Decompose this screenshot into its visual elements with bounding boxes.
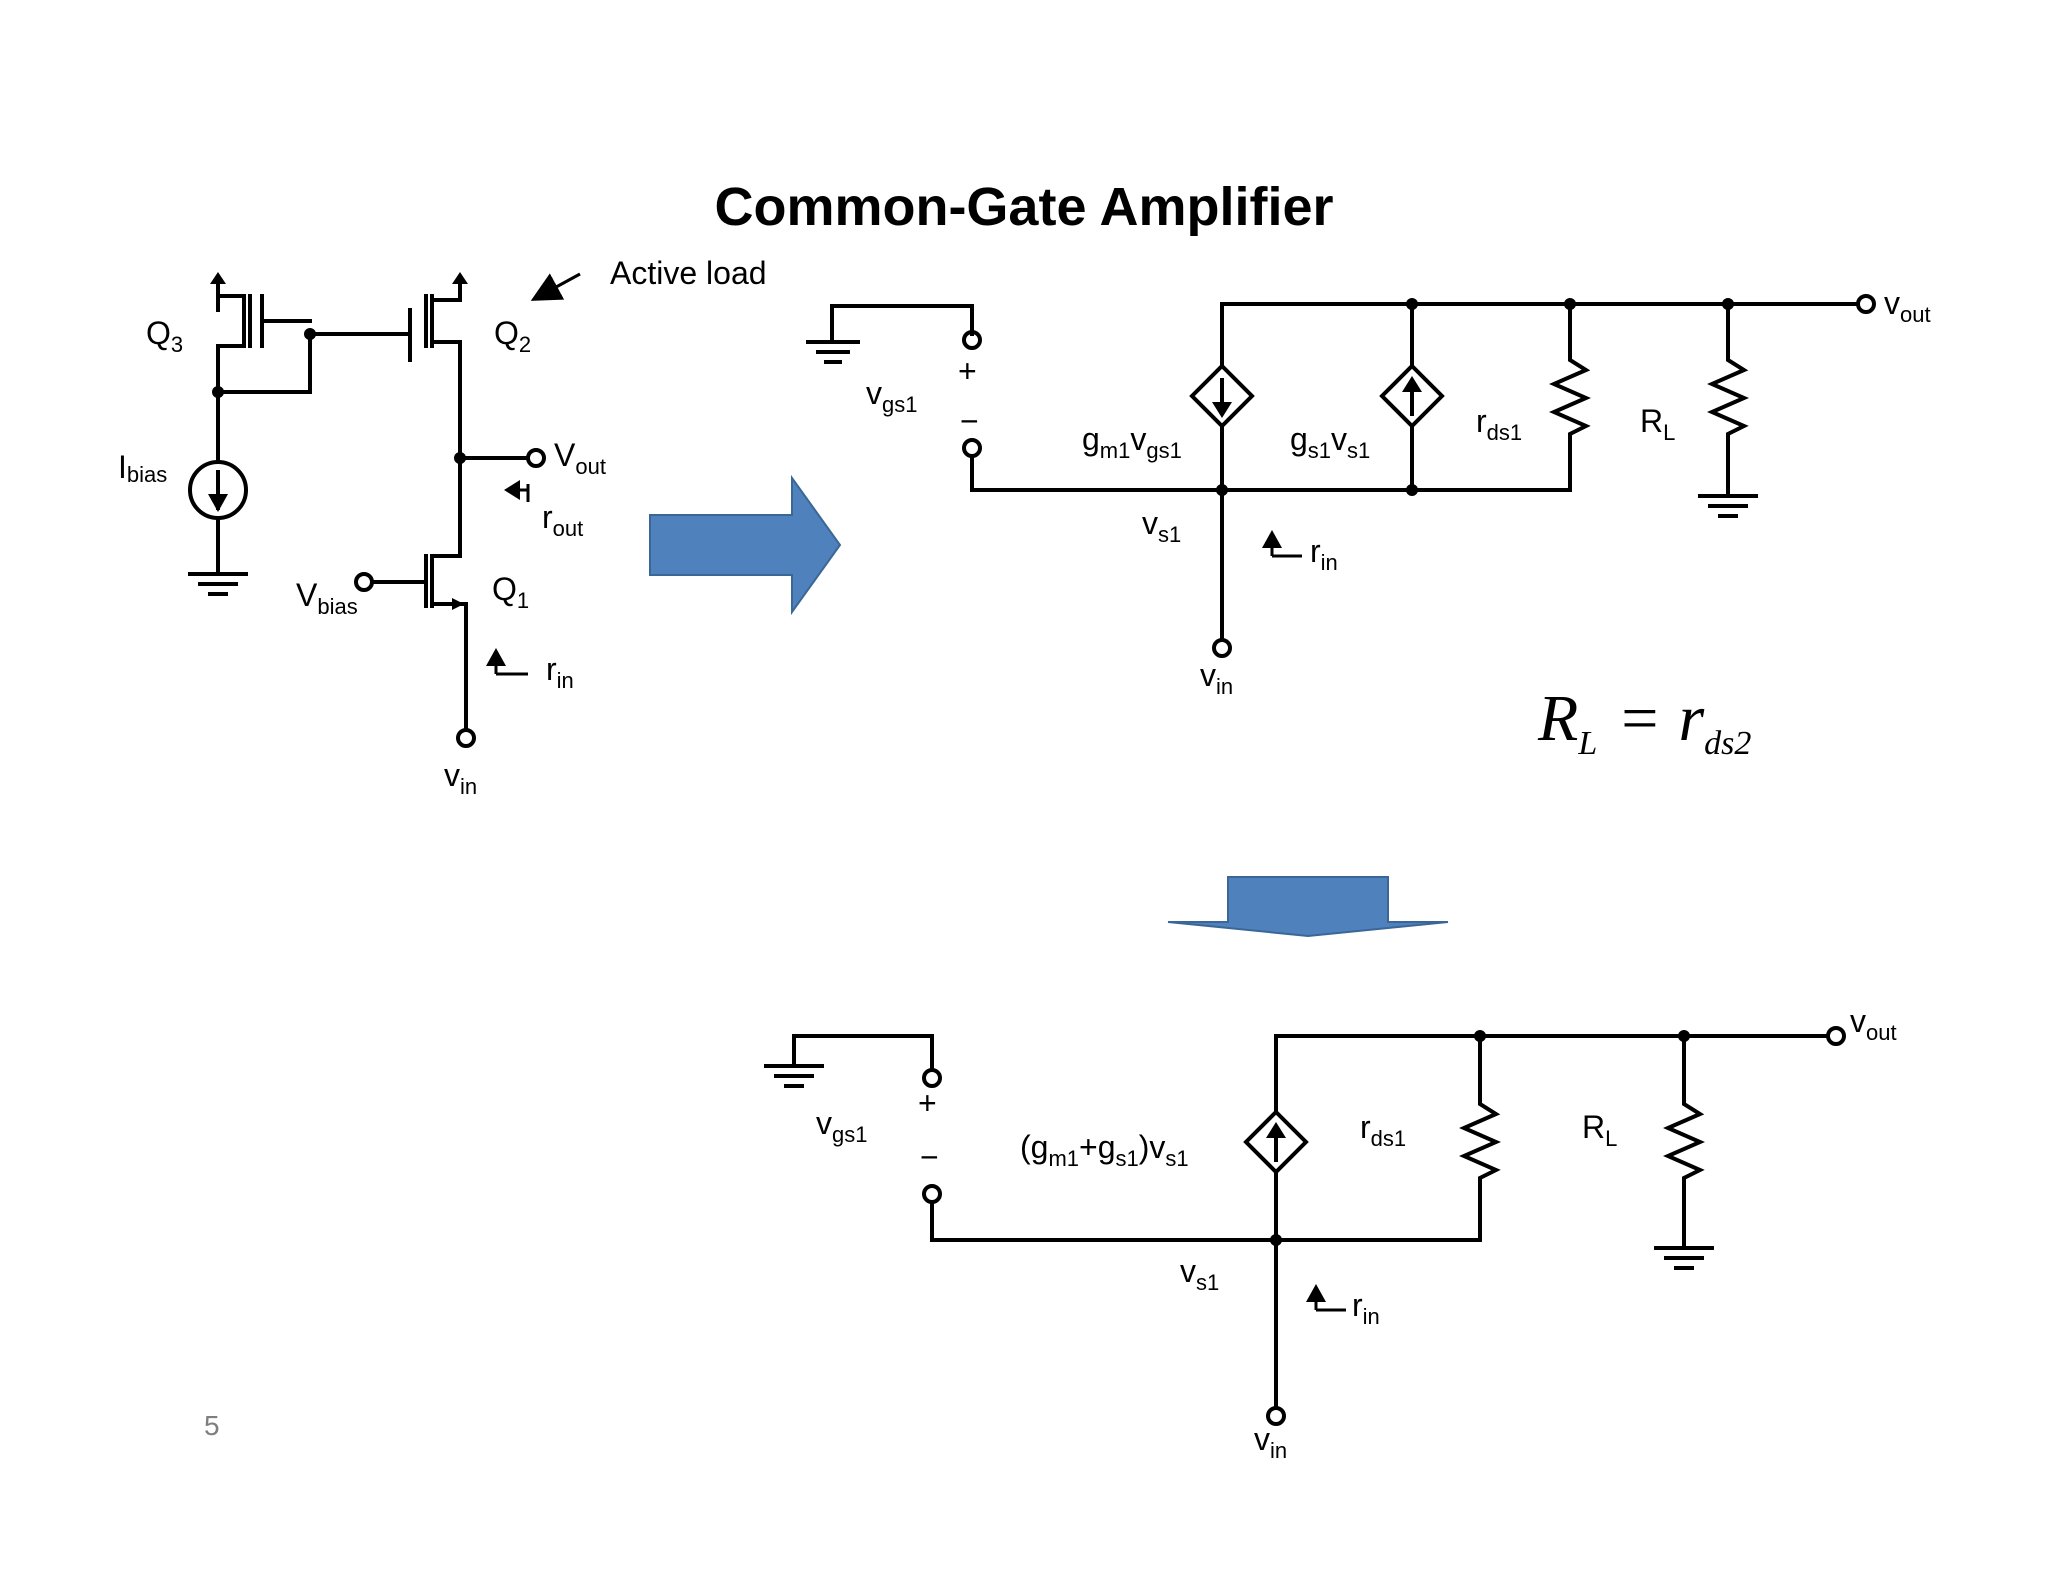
vout-terminal <box>526 448 546 468</box>
down-arrow-icon <box>1167 876 1449 938</box>
active-load-label: Active load <box>610 255 767 291</box>
plus-sign: + <box>958 353 977 389</box>
small-signal-model <box>806 294 1876 658</box>
rds1-label: rds1 <box>1476 403 1522 445</box>
vs1-label: vs1 <box>1142 505 1181 547</box>
equation: RL=rds2 <box>1537 682 1751 762</box>
q2-label: Q2 <box>494 315 531 357</box>
vin-terminal <box>456 728 476 748</box>
gs1-vs1-label: gs1vs1 <box>1290 421 1370 463</box>
supply-arrow-icon <box>210 272 226 284</box>
vout-label: Vout <box>554 437 606 479</box>
minus-sign: − <box>960 403 979 439</box>
plus-sign-3: + <box>918 1085 937 1121</box>
current-source-ibias <box>188 390 248 596</box>
minus-sign-3: − <box>920 1139 939 1175</box>
slide-title: Common-Gate Amplifier <box>714 177 1334 237</box>
vin-label-2: vin <box>1200 657 1233 699</box>
supply-arrow-icon <box>452 272 468 284</box>
rin-label-2: rin <box>1310 533 1338 575</box>
rl-label: RL <box>1640 403 1675 445</box>
vin-label-3: vin <box>1254 1421 1287 1463</box>
ibias-label: Ibias <box>118 449 167 487</box>
page-number: 5 <box>204 1410 220 1441</box>
vs1-label-3: vs1 <box>1180 1253 1219 1295</box>
rin-label: rin <box>546 651 574 693</box>
q1-label: Q1 <box>492 571 529 613</box>
combined-source-label: (gm1+gs1)vs1 <box>1020 1129 1189 1171</box>
rl-label-3: RL <box>1582 1109 1617 1151</box>
vout-label-3: vout <box>1850 1003 1897 1045</box>
rds1-label-3: rds1 <box>1360 1109 1406 1151</box>
transistor-q3 <box>210 272 312 398</box>
gm1-vgs1-label: gm1vgs1 <box>1082 421 1182 463</box>
simplified-model <box>764 1026 1846 1426</box>
right-arrow-icon <box>649 474 842 616</box>
cmos-circuit <box>188 272 581 748</box>
transistor-q1 <box>354 456 468 702</box>
vout-label-2: vout <box>1884 285 1931 327</box>
vgs1-label-3: vgs1 <box>816 1105 867 1147</box>
q3-label: Q3 <box>146 315 183 357</box>
vbias-label: Vbias <box>296 577 358 619</box>
vin-label: vin <box>444 757 477 799</box>
transistor-q2 <box>408 272 468 460</box>
rin-label-3: rin <box>1352 1287 1380 1329</box>
rout-label: rout <box>542 499 583 541</box>
vgs1-label: vgs1 <box>866 375 917 417</box>
